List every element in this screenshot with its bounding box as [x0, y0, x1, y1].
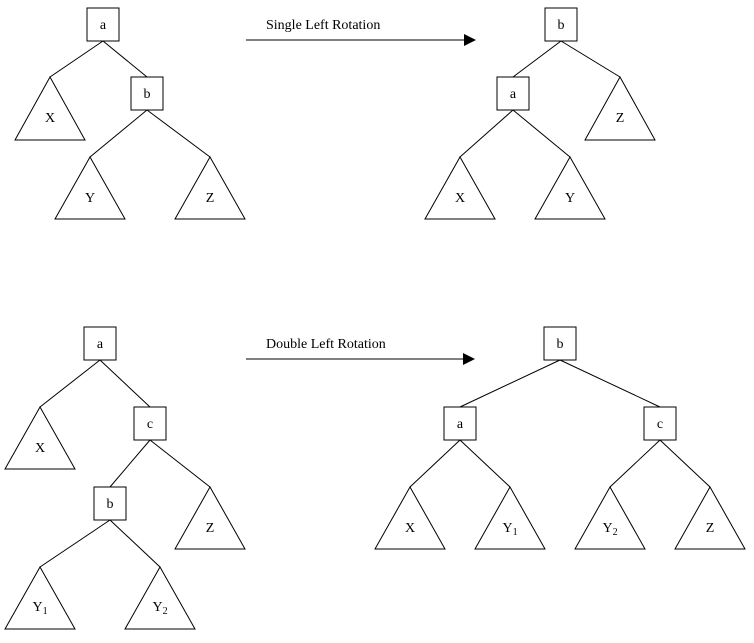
node-label: c: [657, 417, 663, 432]
subtree-label: Y2: [602, 521, 617, 538]
node-label: a: [100, 18, 107, 33]
double-rotation-before-tree: a c b X Z Y1 Y2: [4, 326, 246, 630]
double-rotation-title: Double Left Rotation: [266, 337, 386, 352]
edge-c-to-y2: [609, 439, 661, 488]
subtree-label: X: [405, 521, 415, 536]
subtree-y2: Y2: [574, 485, 646, 550]
single-rotation-before-tree: a b X Y Z: [14, 7, 246, 220]
edge-c-to-b: [109, 439, 151, 488]
edge-b-to-y1: [39, 519, 111, 568]
edge-a-to-c: [99, 359, 151, 408]
node-b: b: [544, 7, 578, 42]
arrow-head-icon: [463, 353, 475, 365]
node-label: c: [147, 417, 153, 432]
subtree-label: Z: [206, 191, 215, 206]
subtree-z: Z: [174, 485, 246, 550]
node-label: b: [558, 18, 565, 33]
edge-b-to-c: [559, 359, 661, 408]
node-a: a: [86, 7, 120, 42]
subtree-label: Z: [616, 111, 625, 126]
subtree-label: Y: [85, 191, 95, 206]
edge-a-to-x: [459, 109, 514, 158]
single-rotation-after-tree: b a Z X Y: [424, 7, 656, 220]
edge-b-to-y: [89, 109, 148, 158]
edge-c-to-z: [659, 439, 711, 488]
subtree-y: Y: [534, 155, 606, 220]
edge-a-to-x: [39, 359, 101, 408]
subtree-x: X: [374, 485, 446, 550]
single-rotation-title: Single Left Rotation: [266, 18, 380, 33]
node-a: a: [443, 406, 477, 441]
node-c: c: [133, 406, 167, 441]
node-c: c: [643, 406, 677, 441]
edge-c-to-z: [149, 439, 211, 488]
subtree-z: Z: [674, 485, 746, 550]
subtree-y1: Y1: [474, 485, 546, 550]
subtree-x: X: [424, 155, 496, 220]
edge-b-to-y2: [109, 519, 161, 568]
subtree-label: Y1: [32, 600, 47, 617]
node-label: a: [97, 337, 104, 352]
subtree-label: Y1: [502, 521, 517, 538]
subtree-x: X: [4, 405, 76, 470]
edge-b-to-z: [560, 40, 621, 78]
subtree-label: X: [45, 111, 55, 126]
subtree-y: Y: [54, 155, 126, 220]
subtree-label: Z: [206, 521, 215, 536]
node-label: b: [144, 87, 151, 102]
node-label: b: [557, 337, 564, 352]
node-a: a: [83, 326, 117, 361]
node-b: b: [130, 76, 164, 111]
edge-a-to-x: [409, 439, 461, 488]
edge-b-to-a: [459, 359, 561, 408]
double-rotation-after-tree: b a c X Y1 Y2 Z: [374, 326, 746, 550]
edge-a-to-x: [49, 40, 104, 78]
subtree-label: X: [455, 191, 465, 206]
arrow-head-icon: [464, 34, 476, 46]
edge-a-to-y: [512, 109, 571, 158]
edge-a-to-y1: [459, 439, 511, 488]
node-label: a: [510, 87, 517, 102]
edge-b-to-z: [146, 109, 211, 158]
subtree-label: X: [35, 441, 45, 456]
subtree-label: Y2: [152, 600, 167, 617]
subtree-label: Z: [706, 521, 715, 536]
edge-a-to-b: [102, 40, 148, 78]
subtree-label: Y: [565, 191, 575, 206]
subtree-y2: Y2: [124, 565, 196, 630]
node-a: a: [496, 76, 530, 111]
node-label: a: [457, 417, 464, 432]
node-b: b: [93, 486, 127, 521]
subtree-z: Z: [174, 155, 246, 220]
node-b: b: [543, 326, 577, 361]
double-rotation-arrow: Double Left Rotation: [246, 337, 475, 365]
subtree-x: X: [14, 75, 86, 141]
edge-b-to-a: [512, 40, 562, 78]
node-label: b: [107, 497, 114, 512]
subtree-y1: Y1: [4, 565, 76, 630]
single-rotation-arrow: Single Left Rotation: [246, 18, 476, 46]
subtree-z: Z: [584, 75, 656, 141]
